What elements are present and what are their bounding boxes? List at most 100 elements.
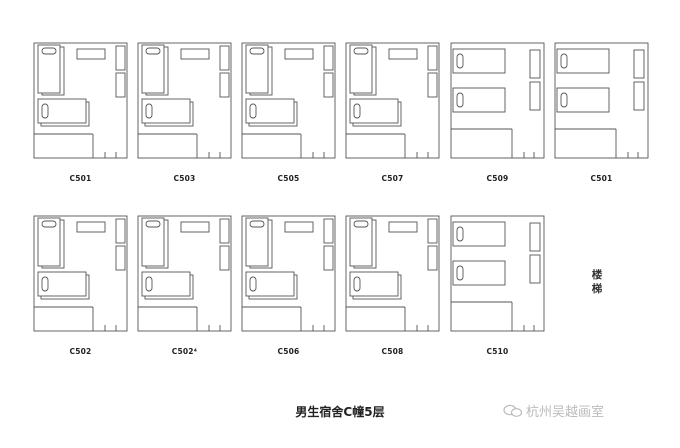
room: C501 [554,42,649,183]
chat-bubble-icon [503,404,523,417]
wardrobe-lower [633,81,645,111]
wardrobe-lower [529,254,541,284]
wardrobe-upper [323,45,334,71]
pillow [456,226,464,242]
desk [76,221,106,233]
wardrobe-lower [427,245,438,271]
wardrobe-upper [115,45,126,71]
wardrobe-upper [529,222,541,252]
room: C503 [137,42,232,183]
room-plan [345,42,440,159]
pillow [456,265,464,281]
wardrobe-lower [219,72,230,98]
pillow [41,220,57,228]
room-label: C503 [173,174,196,183]
watermark: 杭州吴越画室 [503,401,604,420]
wardrobe-lower [427,72,438,98]
room-plan [241,215,336,332]
floor-plan-caption: 男生宿舍C幢5层 [295,405,385,419]
pillow [145,276,153,292]
wardrobe-lower [323,245,334,271]
pillow [353,103,361,119]
wardrobe-lower [529,81,541,111]
desk [388,48,418,60]
wardrobe-upper [427,45,438,71]
wardrobe-upper [529,49,541,79]
room-label: C510 [486,347,509,356]
room-plan [241,42,336,159]
pillow [249,276,257,292]
pillow [145,220,161,228]
pillow [41,103,49,119]
pillow [145,47,161,55]
room: C505 [241,42,336,183]
room: C507 [345,42,440,183]
desk [284,48,314,60]
pillow [456,53,464,69]
room-plan [554,42,649,159]
room-label: C501 [69,174,92,183]
room-label: C506 [277,347,300,356]
room-plan [33,42,128,159]
desk [180,221,210,233]
wardrobe-lower [115,72,126,98]
room-plan [137,42,232,159]
wardrobe-upper [115,218,126,244]
desk [180,48,210,60]
stairwell-label: 楼梯 [591,269,603,295]
pillow [353,220,369,228]
pillow [249,220,265,228]
room-label: C501 [590,174,613,183]
room-label: C507 [381,174,404,183]
room-plan [33,215,128,332]
desk [284,221,314,233]
bed-vertical [37,217,61,267]
pillow [353,276,361,292]
pillow [145,103,153,119]
desk [388,221,418,233]
bed-vertical [141,217,165,267]
room-label: C502 [69,347,92,356]
wardrobe-lower [219,245,230,271]
room: C508 [345,215,440,356]
wardrobe-upper [323,218,334,244]
wardrobe-upper [219,45,230,71]
room: C510 [450,215,545,356]
bed-horizontal [349,98,399,124]
room-plan [450,42,545,159]
room: C506 [241,215,336,356]
bed-vertical [245,217,269,267]
room: C509 [450,42,545,183]
pillow [41,47,57,55]
pillow [249,47,265,55]
bed-horizontal [141,271,191,297]
room-label: C509 [486,174,509,183]
wardrobe-upper [219,218,230,244]
room-label: C502⁴ [171,347,198,356]
pillow [249,103,257,119]
wardrobe-lower [115,245,126,271]
bed-vertical [349,217,373,267]
pillow [353,47,369,55]
room-label: C505 [277,174,300,183]
room-plan [137,215,232,332]
watermark-text: 杭州吴越画室 [526,405,605,420]
pillow [560,53,568,69]
bed-vertical [349,44,373,94]
room: C501 [33,42,128,183]
wardrobe-upper [427,218,438,244]
pillow [456,92,464,108]
room-plan [345,215,440,332]
bed-vertical [37,44,61,94]
room: C502⁴ [137,215,232,356]
room-label: C508 [381,347,404,356]
pillow [560,92,568,108]
room-plan [450,215,545,332]
room: C502 [33,215,128,356]
desk [76,48,106,60]
wardrobe-lower [323,72,334,98]
wardrobe-upper [633,49,645,79]
pillow [41,276,49,292]
bed-vertical [141,44,165,94]
bed-vertical [245,44,269,94]
